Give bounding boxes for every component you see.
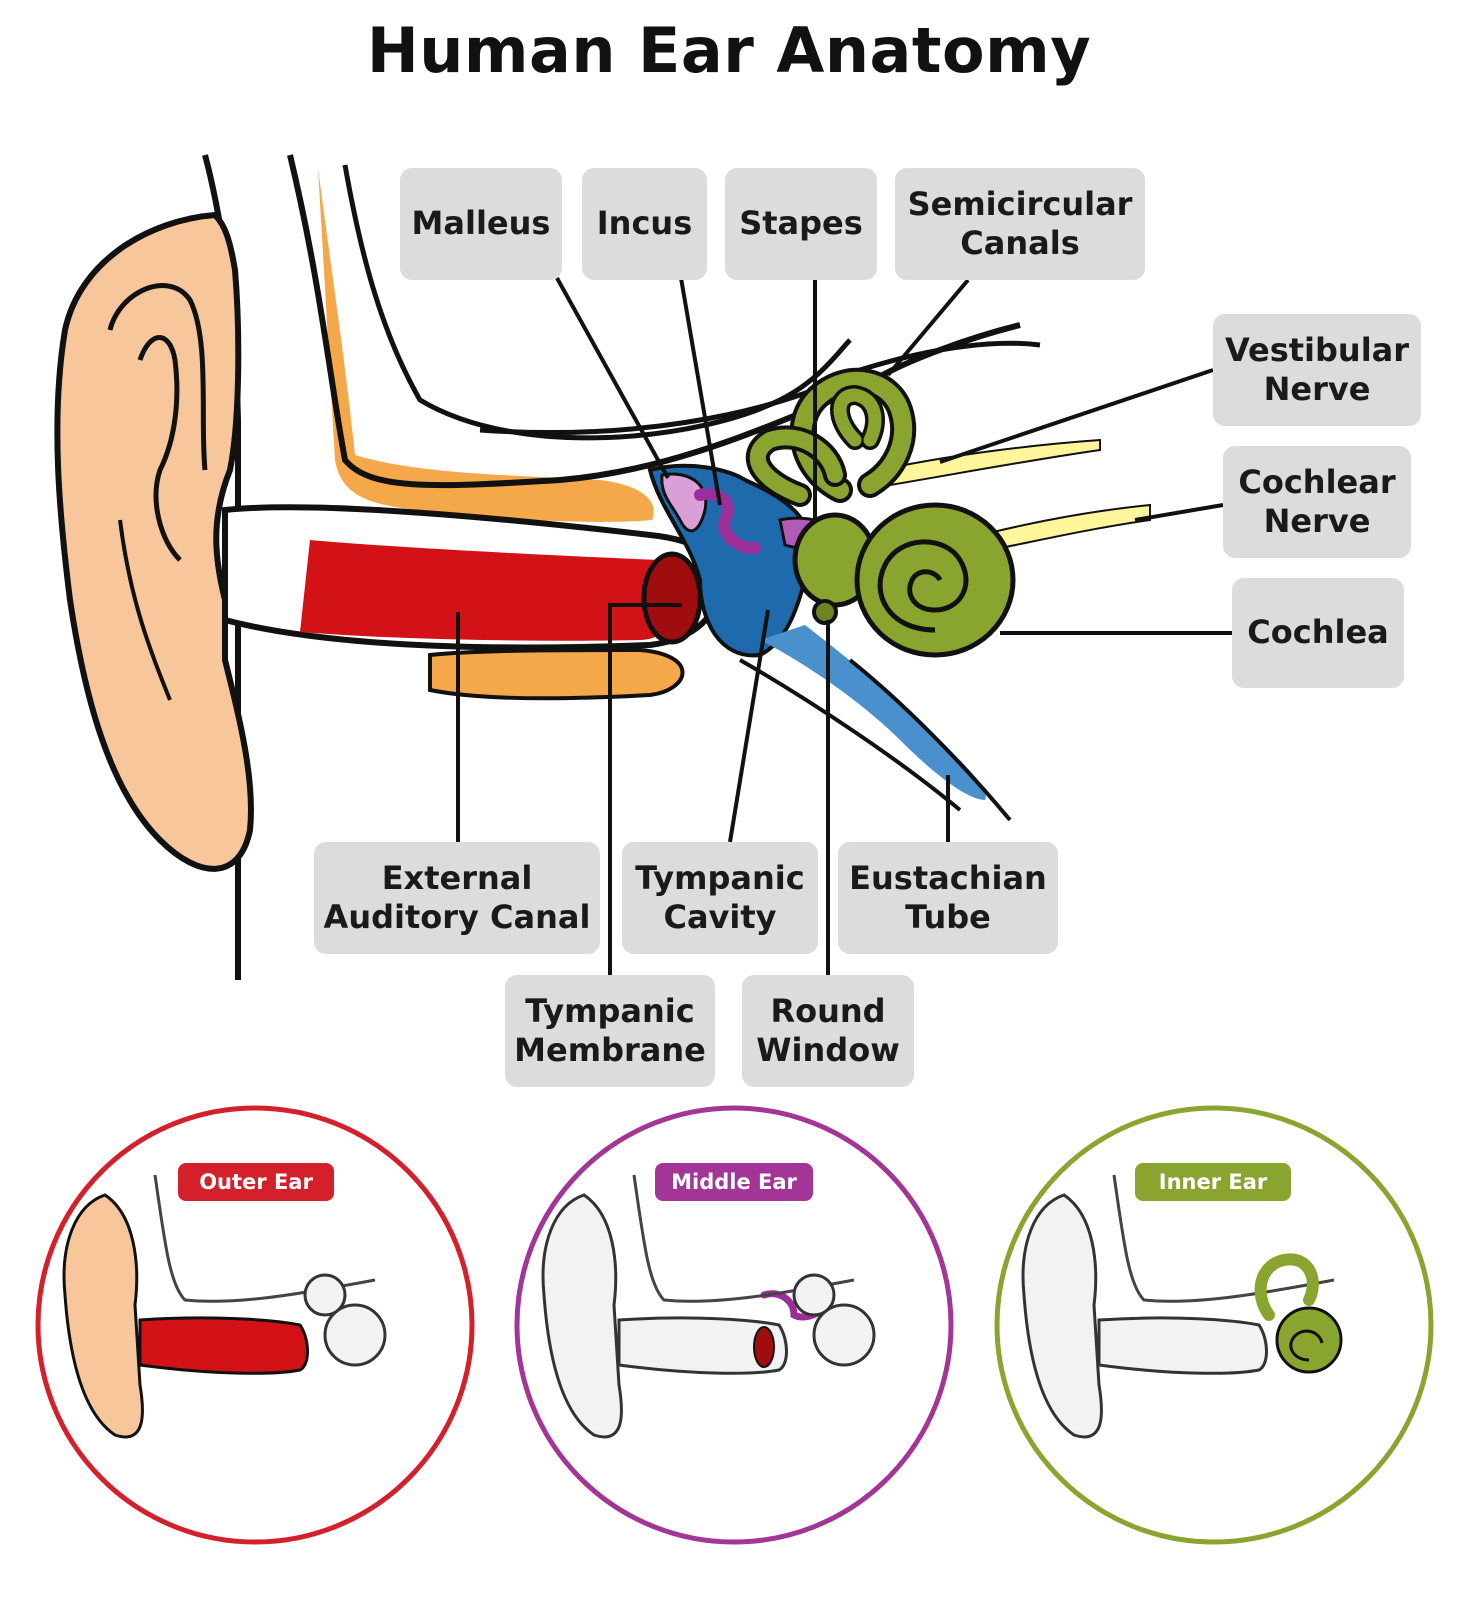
pinna [54, 211, 254, 872]
middle-ear-inset [514, 1105, 954, 1545]
inner-ear-inset [994, 1105, 1434, 1545]
label-vestibular-nerve: Vestibular Nerve [1213, 314, 1421, 426]
pointer-tympanic-membrane [608, 603, 682, 975]
label-stapes: Stapes [725, 168, 877, 280]
eustachian-tube-line [739, 658, 962, 812]
temporal-bone [318, 168, 654, 522]
eustachian-tube-line-2 [848, 658, 1012, 822]
pinna-fold-2 [137, 335, 182, 562]
cochlea-spiral [877, 539, 969, 633]
pointer-malleus [555, 277, 670, 479]
label-incus: Incus [582, 168, 707, 280]
pointer-incus [679, 277, 722, 506]
bone-lower [428, 647, 685, 701]
external-auditory-canal-fill [300, 540, 690, 641]
tympanic-membrane-shape [641, 551, 703, 645]
skull-line-outer [287, 154, 1021, 489]
pointer-vestibular [939, 368, 1214, 464]
label-cochlear-nerve: Cochlear Nerve [1223, 446, 1411, 558]
badge-middle-ear: Middle Ear [655, 1163, 813, 1201]
label-tympanic-membrane: Tympanic Membrane [505, 975, 715, 1087]
semicircular-canal-3-fill [833, 388, 882, 447]
label-external-auditory-canal: External Auditory Canal [314, 842, 600, 954]
label-eustachian-tube: Eustachian Tube [838, 842, 1058, 954]
skull-line-middle [479, 340, 1041, 435]
badge-outer-ear: Outer Ear [178, 1163, 334, 1201]
pointer-semicircular [886, 278, 970, 377]
label-malleus: Malleus [400, 168, 562, 280]
cochlear-nerve-shape [958, 503, 1151, 557]
label-cochlea: Cochlea [1232, 578, 1404, 688]
skull-line-inner [342, 164, 852, 441]
label-tympanic-cavity: Tympanic Cavity [622, 842, 818, 954]
pinna-fold-1 [107, 283, 208, 471]
semicircular-canal-2-fill [749, 429, 843, 503]
incus-shape [694, 488, 761, 555]
malleus-shape [660, 472, 708, 533]
round-window-shape [812, 599, 838, 625]
page-title: Human Ear Anatomy [366, 14, 1092, 87]
label-semicircular-canals: Semicircular Canals [895, 168, 1145, 280]
pointer-cochlear-nerve [1134, 503, 1224, 522]
pointer-tympanic-cavity [728, 609, 770, 843]
badge-inner-ear: Inner Ear [1135, 1163, 1291, 1201]
eustachian-tube-shape [760, 625, 986, 800]
outer-ear-inset [35, 1105, 475, 1545]
label-round-window: Round Window [742, 975, 914, 1087]
pinna-fold-3 [118, 519, 172, 701]
